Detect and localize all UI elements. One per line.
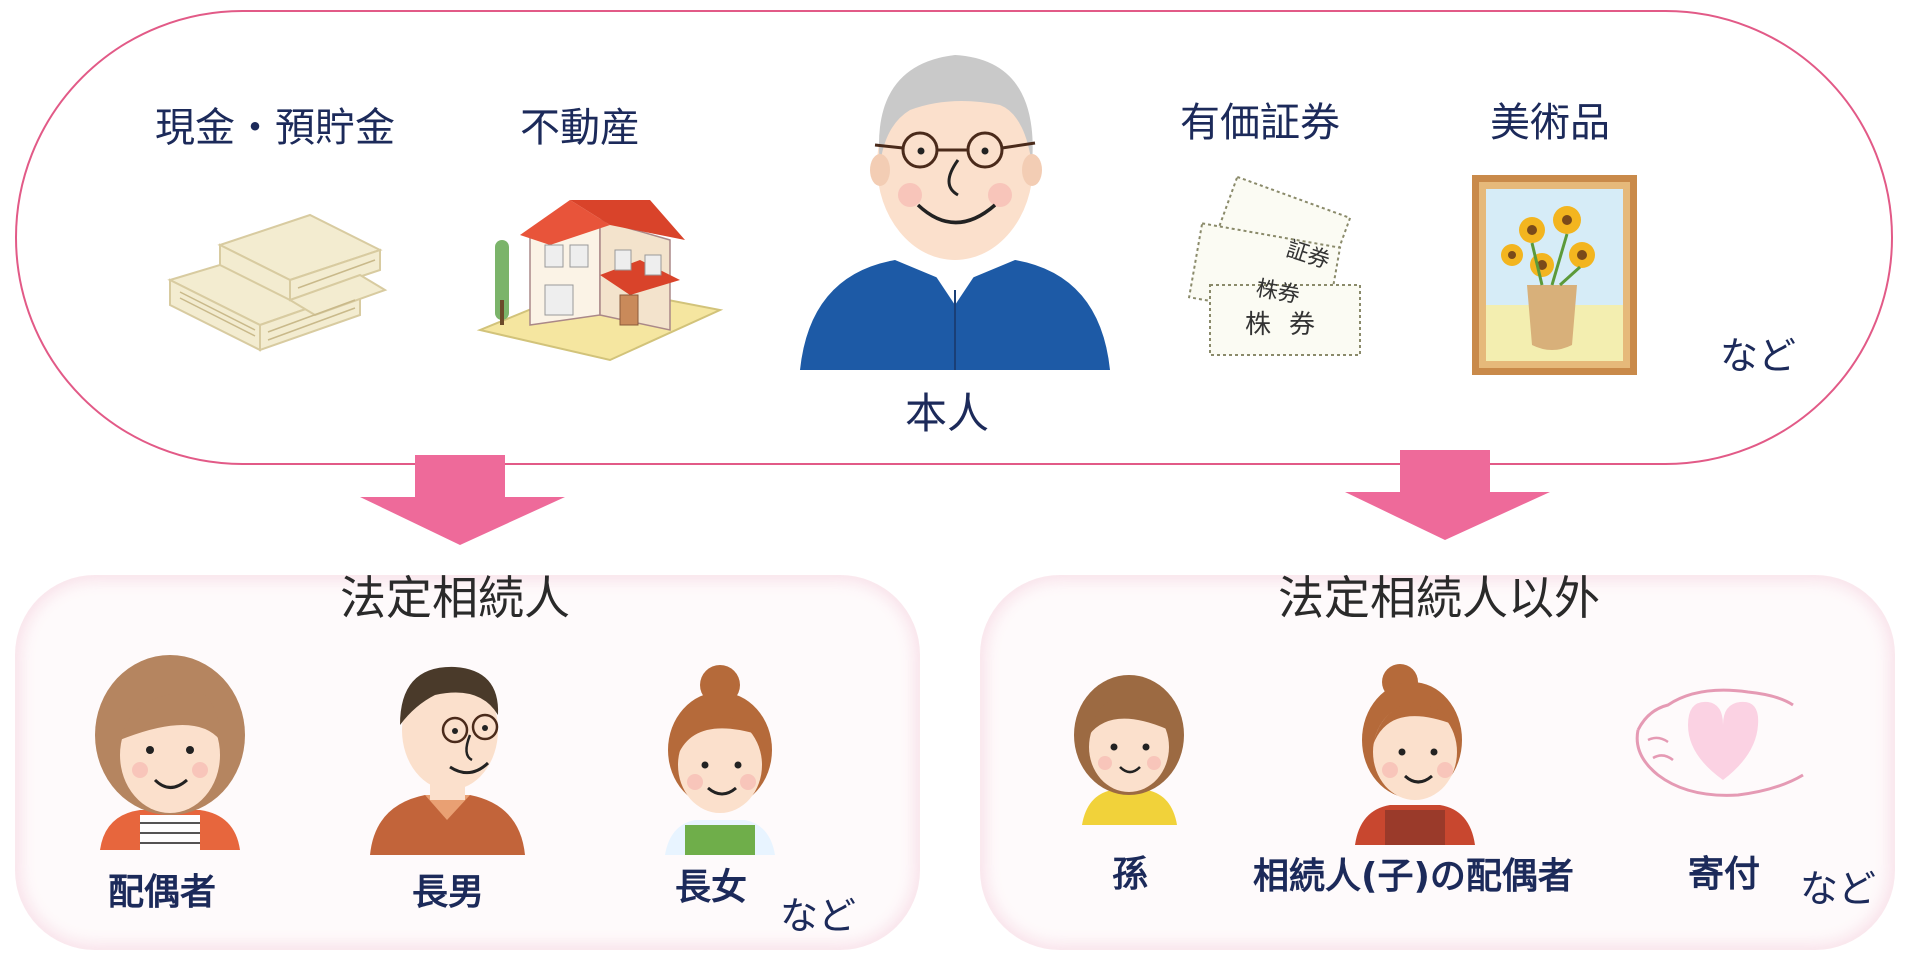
grandchild-avatar-icon bbox=[1074, 675, 1184, 825]
eldest-son-avatar-icon bbox=[370, 666, 525, 855]
legal-heirs-etc-label: など bbox=[780, 894, 857, 938]
non-heirs-etc-label: など bbox=[1800, 867, 1877, 911]
eldest-daughter-avatar-icon bbox=[665, 665, 775, 855]
donation-heart-hand-icon bbox=[1635, 688, 1804, 797]
securities-text-front: 株券 bbox=[1245, 310, 1333, 340]
cash-stack-icon bbox=[167, 213, 388, 352]
framed-painting-icon bbox=[1472, 175, 1637, 375]
estate-etc-label: など bbox=[1720, 334, 1797, 378]
grandchild-label: 孫 bbox=[1112, 854, 1149, 895]
asset-label-art: 美術品 bbox=[1490, 100, 1610, 146]
spouse-label: 配偶者 bbox=[108, 872, 217, 913]
asset-label-securities: 有価証券 bbox=[1180, 100, 1340, 146]
arrow-down-right-icon bbox=[1345, 450, 1550, 540]
non-heirs-heading: 法定相続人以外 bbox=[1278, 571, 1600, 625]
securities-certificate-icon: 証券 株券 株券 bbox=[1187, 175, 1361, 356]
child-spouse-label: 相続人(子)の配偶者 bbox=[1253, 856, 1574, 897]
donation-label: 寄付 bbox=[1688, 854, 1761, 895]
asset-label-realestate: 不動産 bbox=[520, 105, 640, 151]
person-icon bbox=[800, 55, 1110, 370]
estate-container bbox=[15, 10, 1893, 465]
spouse-avatar-icon bbox=[95, 655, 245, 850]
child-spouse-avatar-icon bbox=[1355, 664, 1475, 845]
legal-heirs-heading: 法定相続人 bbox=[340, 571, 570, 625]
house-icon bbox=[476, 200, 724, 362]
eldest-son-label: 長男 bbox=[412, 872, 485, 913]
arrow-down-left-icon bbox=[360, 455, 565, 545]
eldest-daughter-label: 長女 bbox=[675, 867, 748, 908]
asset-label-cash: 現金・預貯金 bbox=[155, 105, 395, 151]
person-label: 本人 bbox=[905, 389, 990, 438]
